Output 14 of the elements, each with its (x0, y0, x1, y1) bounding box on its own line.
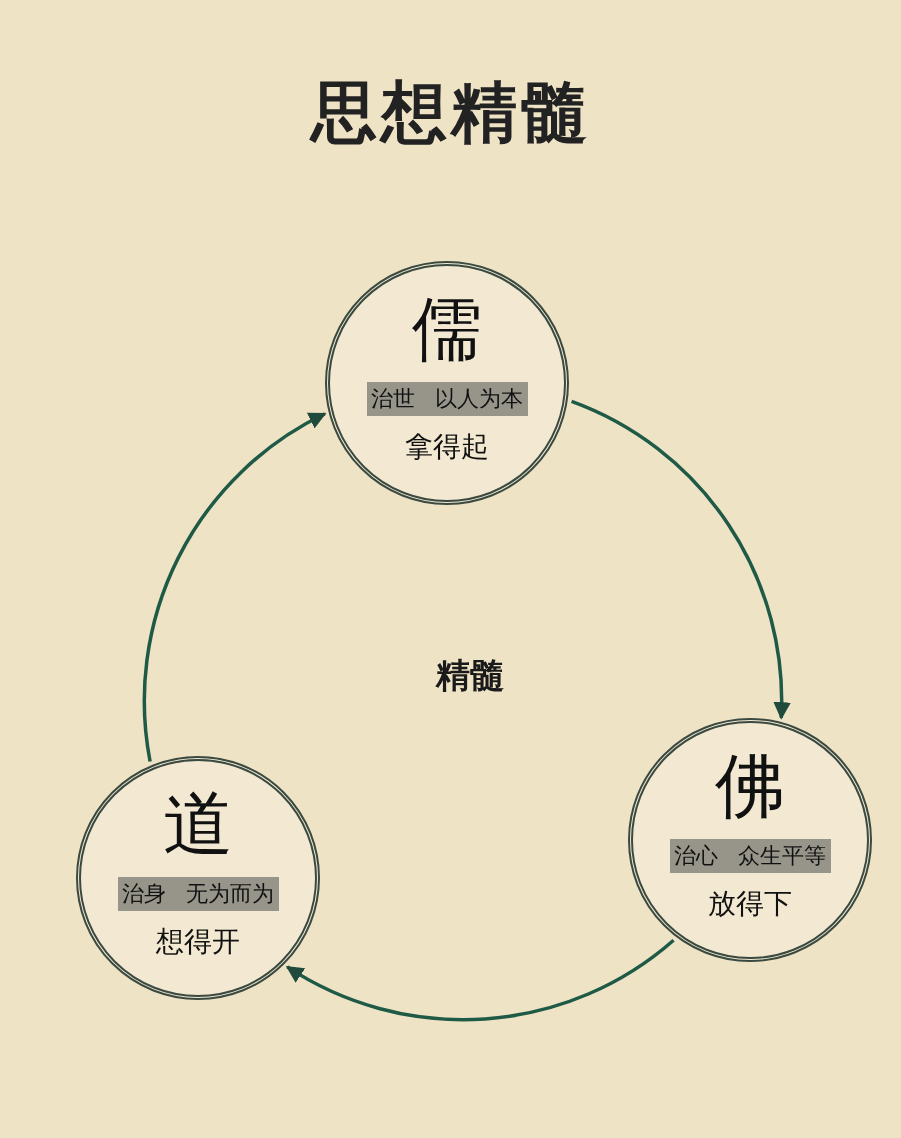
node-subtitle: 想得开 (156, 924, 240, 960)
node-title: 佛 (715, 751, 785, 821)
center-label: 精髓 (436, 654, 504, 697)
highlight-text: 治心 众生平等 (669, 839, 831, 873)
arrow (285, 938, 675, 1022)
node-subtitle: 放得下 (708, 886, 792, 922)
arrow (142, 412, 327, 762)
title: 思想精髓 (310, 72, 591, 153)
node-subtitle: 拿得起 (405, 429, 489, 465)
node-title: 儒 (412, 294, 482, 364)
arrow (570, 399, 790, 720)
node-title: 道 (163, 789, 233, 859)
highlight-text: 治世 以人为本 (366, 382, 528, 416)
highlight-text: 治身 无为而为 (117, 877, 279, 911)
